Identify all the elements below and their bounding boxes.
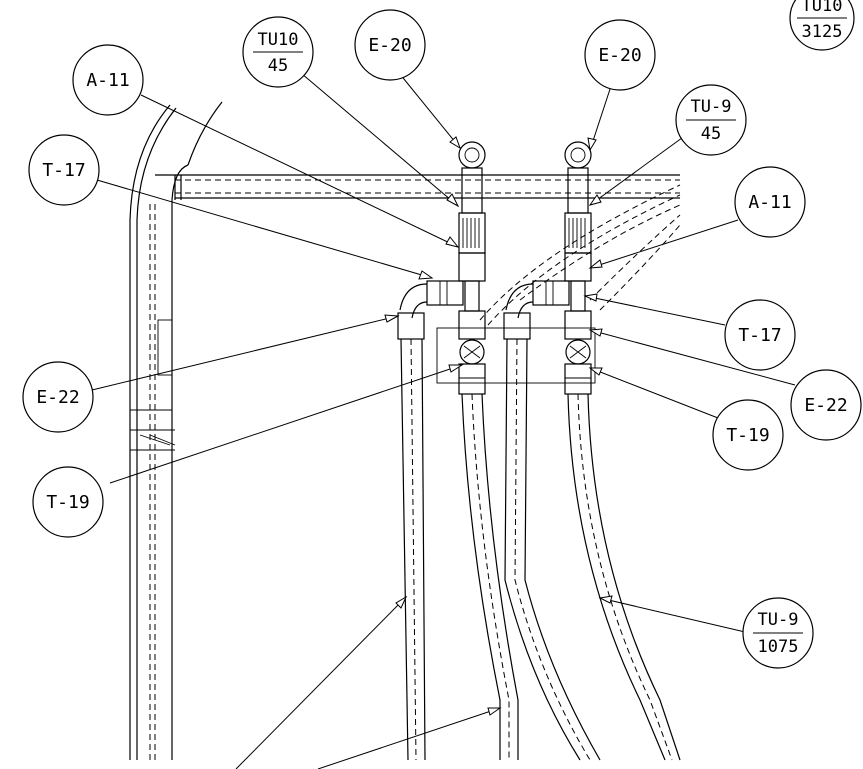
callout-t19-right-label: T-19 <box>726 425 769 446</box>
callout-t17-right: T-17 <box>724 299 796 371</box>
manifold-block <box>436 327 596 384</box>
callout-e22-left-label: E-22 <box>36 387 79 408</box>
callout-tu9-bottom-upper: TU-9 <box>758 610 799 630</box>
callout-tu10-top-lower: 45 <box>268 56 288 76</box>
callout-a11-right: A-11 <box>734 166 806 238</box>
left-valve-assembly <box>397 141 486 395</box>
callout-tu9-bottom-lower: 1075 <box>758 637 799 657</box>
callout-t19-left: T-19 <box>32 466 104 538</box>
callout-e22-left: E-22 <box>22 361 94 433</box>
callout-tu9-top-lower: 45 <box>701 124 721 144</box>
right-valve-assembly <box>503 141 592 395</box>
callout-e20-left-label: E-20 <box>368 35 411 56</box>
callout-t19-right: T-19 <box>712 399 784 471</box>
callout-tu9-bottom: TU-9 1075 <box>742 597 814 669</box>
callout-tu10-corner: TU10 3125 <box>789 0 855 51</box>
callout-tu9-top: TU-9 45 <box>675 84 747 156</box>
callout-tu10-corner-lower: 3125 <box>802 22 843 42</box>
dashed-tubes-upper <box>479 184 681 326</box>
callout-e22-right: E-22 <box>790 369 862 441</box>
left-vertical-pipe <box>129 101 223 760</box>
callout-e20-right-label: E-20 <box>598 45 641 66</box>
callout-tu10-corner-upper: TU10 <box>802 0 843 16</box>
callout-tu9-top-upper: TU-9 <box>691 97 732 117</box>
callout-e22-right-label: E-22 <box>804 395 847 416</box>
callout-tu10-top-upper: TU10 <box>258 30 299 50</box>
callout-a11-right-label: A-11 <box>748 192 791 213</box>
callout-a11-left: A-11 <box>72 44 144 116</box>
callout-a11-left-label: A-11 <box>86 70 129 91</box>
callout-t17-left-label: T-17 <box>42 160 85 181</box>
callout-t19-left-label: T-19 <box>46 492 89 513</box>
hoses <box>400 338 681 761</box>
horizontal-beam <box>155 174 680 199</box>
leader-lines <box>91 67 796 769</box>
callout-e20-right: E-20 <box>584 19 656 91</box>
callout-t17-right-label: T-17 <box>738 325 781 346</box>
callout-tu10-top: TU10 45 <box>242 16 314 88</box>
callout-e20-left: E-20 <box>354 9 426 81</box>
callout-t17-left: T-17 <box>28 134 100 206</box>
